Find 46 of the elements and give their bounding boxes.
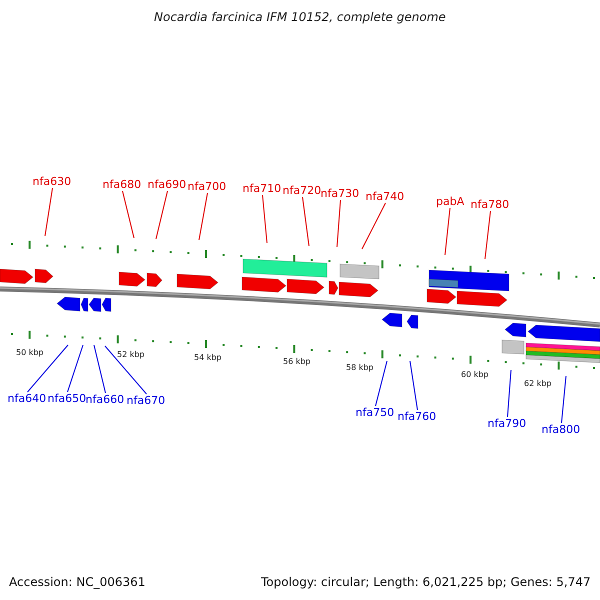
- scale-label: 56 kbp: [283, 358, 311, 366]
- scale-label: 62 kbp: [524, 380, 552, 388]
- gene-label: nfa780: [470, 198, 510, 211]
- leader-line: [94, 344, 106, 394]
- genome-summary-text: Topology: circular; Length: 6,021,225 bp; Genes: 5,747: [261, 576, 591, 588]
- gene-label: nfa640: [6, 392, 48, 405]
- diagram-title: Nocardia farcinica IFM 10152, complete genome: [154, 11, 446, 23]
- gene-label: nfa700: [186, 180, 228, 193]
- scale-label: 54 kbp: [194, 354, 222, 362]
- gene-label: nfa720: [282, 184, 322, 197]
- leader-line: [104, 346, 147, 394]
- gene-label: nfa660: [84, 393, 126, 406]
- gene-label: nfa730: [320, 187, 360, 200]
- leader-line: [122, 190, 134, 238]
- leader-line: [67, 344, 84, 392]
- leader-line: [444, 208, 450, 256]
- gene-label: nfa800: [540, 423, 582, 436]
- leader-line: [375, 360, 388, 406]
- leader-line: [44, 188, 53, 236]
- scale-label: 50 kbp: [16, 349, 44, 357]
- gene-label: nfa680: [102, 178, 142, 191]
- leader-line: [362, 202, 386, 250]
- gene-label: nfa760: [396, 410, 438, 423]
- scale-label: 52 kbp: [117, 351, 145, 359]
- gene-label: nfa740: [364, 190, 406, 203]
- gene-label: nfa690: [146, 178, 188, 191]
- gene-label: nfa790: [486, 417, 528, 430]
- gene-label: nfa750: [354, 406, 396, 419]
- gene-label: nfa670: [126, 394, 166, 407]
- leader-line: [561, 376, 566, 424]
- leader-line: [484, 210, 491, 260]
- leader-line: [156, 190, 168, 240]
- gene-label: nfa630: [32, 175, 72, 188]
- leader-line: [302, 196, 310, 246]
- leader-line: [262, 194, 268, 244]
- accession-text: Accession: NC_006361: [9, 576, 146, 588]
- leader-line: [198, 192, 208, 240]
- leader-line: [410, 360, 418, 410]
- leader-line: [27, 344, 68, 392]
- scale-label: 58 kbp: [346, 364, 374, 372]
- gene-label: nfa650: [46, 392, 88, 405]
- leader-line: [507, 370, 512, 418]
- gene-label: pabA: [435, 195, 466, 208]
- leader-line: [336, 200, 341, 248]
- scale-label: 60 kbp: [461, 371, 489, 379]
- gene-label: nfa710: [242, 182, 282, 195]
